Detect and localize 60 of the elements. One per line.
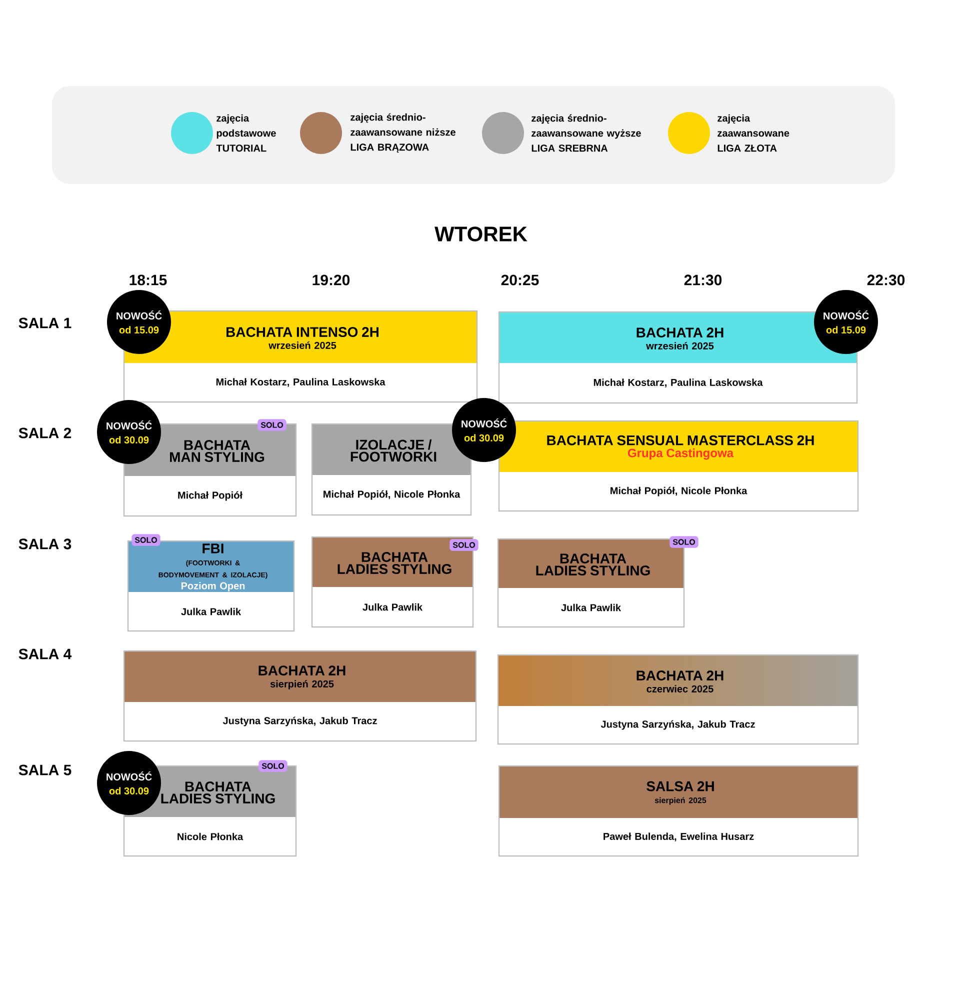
room-label: SALA 2 xyxy=(18,428,72,438)
class-title: BACHATA LADIES STYLING xyxy=(338,552,452,574)
class-title: BACHATA MAN STYLING xyxy=(170,440,264,462)
time-label: 22:30 xyxy=(867,274,905,286)
solo-tag: SOLO xyxy=(132,534,160,546)
class-title: BACHATA LADIES STYLING xyxy=(536,554,650,576)
instructor-name: Justyna Sarzyńska, Jakub Tracz xyxy=(222,716,377,726)
class-title: BACHATA INTENSO 2H xyxy=(226,327,378,337)
class-title: BACHATA SENSUAL MASTERCLASS 2H xyxy=(547,435,814,446)
new-badge: NOWOŚĆ od 30.09 xyxy=(97,751,161,815)
class-title: BACHATA 2H xyxy=(258,666,346,676)
legend-text: zajęcia średnio-zaawansowane wyższe LIGA SREBRNA xyxy=(532,114,641,152)
legend-text: zajęcia zaawansowane LIGA ZŁOTA xyxy=(718,114,790,152)
instructor-name: Michał Kostarz, Paulina Laskowska xyxy=(594,378,763,388)
class-card xyxy=(498,765,859,857)
instructor-name: Julka Pawlik xyxy=(362,603,423,611)
class-subtitle: wrzesień 2025 xyxy=(646,342,714,350)
class-title: BACHATA LADIES STYLING xyxy=(161,782,275,804)
instructor-name: Michał Kostarz, Paulina Laskowska xyxy=(216,378,386,387)
class-subtitle: sierpień 2025 xyxy=(270,680,334,690)
class-title: BACHATA 2H xyxy=(636,670,724,680)
room-label: SALA 5 xyxy=(18,764,72,776)
new-badge: NOWOŚĆ od 15.09 xyxy=(814,290,878,354)
instructor-name: Michał Popiół, Nicole Płonka xyxy=(324,490,460,500)
time-label: 20:25 xyxy=(501,274,539,286)
solo-tag: SOLO xyxy=(258,419,286,431)
instructor-name: Justyna Sarzyńska, Jakub Tracz xyxy=(600,720,755,730)
instructor-name: Michał Popiół, Nicole Płonka xyxy=(610,486,748,496)
room-label: SALA 4 xyxy=(18,648,72,660)
room-label: SALA 3 xyxy=(18,538,72,550)
legend-text: zajęcia średnio-zaawansowane niższe LIGA BRĄZOWA xyxy=(350,113,456,153)
solo-tag: SOLO xyxy=(450,539,478,551)
instructor-name: Julka Pawlik xyxy=(561,604,622,612)
new-badge: NOWOŚĆ od 30.09 xyxy=(452,398,516,462)
class-title: FBI xyxy=(202,544,224,554)
class-subtitle: czerwiec 2025 xyxy=(646,685,714,692)
class-subtitle: Poziom Open xyxy=(181,582,245,592)
instructor-name: Paweł Bulenda, Ewelina Husarz xyxy=(604,832,754,842)
time-label: 19:20 xyxy=(312,274,350,286)
class-title: SALSA 2H xyxy=(646,781,714,792)
room-label: SALA 1 xyxy=(18,318,72,328)
instructor-name: Michał Popiół xyxy=(178,491,242,501)
instructor-name: Nicole Płonka xyxy=(178,832,244,840)
legend-text: zajęcia podstawowe TUTORIAL xyxy=(216,114,276,152)
time-label: 18:15 xyxy=(130,274,167,286)
day-title: WTOREK xyxy=(434,226,528,242)
new-badge: NOWOŚĆ od 15.09 xyxy=(107,290,171,354)
class-subtitle: sierpień 2025 xyxy=(654,797,706,805)
new-badge: NOWOŚĆ od 30.09 xyxy=(97,400,161,464)
class-subtitle: Grupa Castingowa xyxy=(628,448,734,460)
time-label: 21:30 xyxy=(684,274,722,286)
solo-tag: SOLO xyxy=(258,760,288,772)
solo-tag: SOLO xyxy=(670,536,698,548)
instructor-name: Julka Pawlik xyxy=(181,608,242,616)
class-subtitle: wrzesień 2025 xyxy=(268,342,336,349)
class-title: IZOLACJE / FOOTWORKI xyxy=(350,439,436,462)
class-card xyxy=(123,650,477,742)
class-title: BACHATA 2H xyxy=(636,328,724,338)
class-card xyxy=(311,536,474,628)
class-card xyxy=(497,654,859,745)
